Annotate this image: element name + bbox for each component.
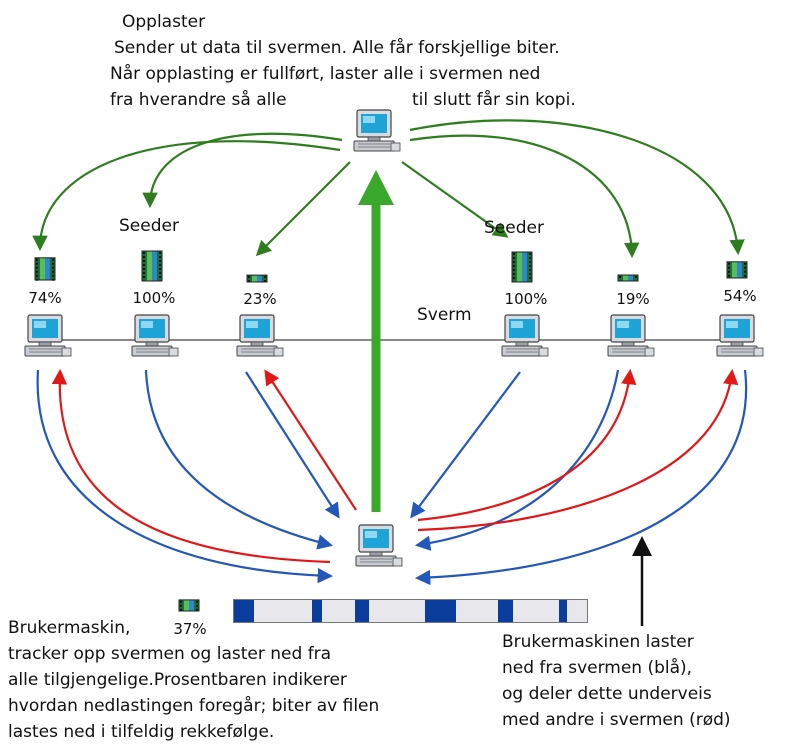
downloaded-piece	[311, 600, 323, 622]
peer-computer-icon	[501, 314, 549, 357]
user-caption-line: hvordan nedlastingen foregår; biter av f…	[8, 696, 380, 716]
user-caption-line: tracker opp svermen og laster ned fra	[8, 644, 332, 664]
user-caption-line: alle tilgjengelige.Prosentbaren indikere…	[8, 670, 347, 690]
peer-computer-icon	[716, 314, 764, 357]
film-icon	[617, 274, 639, 282]
peer-progress-6: 54%	[723, 287, 757, 305]
upload-arrow	[409, 119, 745, 256]
peer-progress-4: 100%	[504, 290, 548, 308]
user-computer-icon	[355, 524, 403, 567]
nodes	[24, 109, 764, 567]
peer-label-4: Seeder	[484, 218, 544, 238]
swarm-label: Sverm	[414, 305, 475, 325]
filmstrips	[34, 250, 748, 612]
user-progress-label: 37%	[173, 620, 207, 638]
peer-progress-1: 74%	[28, 289, 62, 307]
download-arrow	[36, 369, 334, 584]
downloaded-piece	[498, 600, 513, 622]
right-note-line: og deler dette underveis	[502, 684, 712, 704]
film-icon	[141, 250, 163, 282]
share-arrow	[417, 368, 739, 532]
right-note-line: Brukermaskinen laster	[502, 632, 694, 652]
upload-arrow	[32, 140, 341, 252]
film-icon	[511, 251, 533, 283]
right-note-line: ned fra svermen (blå),	[502, 658, 693, 678]
film-icon	[34, 257, 56, 281]
peer-computer-icon	[131, 314, 179, 357]
download-arrow	[414, 369, 748, 586]
download-arrow	[144, 369, 333, 550]
uploader-title: Opplaster	[122, 12, 206, 32]
upload-arrow	[142, 132, 343, 209]
flow-arrows	[32, 119, 748, 586]
share-arrow	[264, 369, 357, 511]
share-arrow	[417, 368, 637, 522]
right-note-line: med andre i svermen (rød)	[502, 710, 731, 730]
uploader-line1: Sender ut data til svermen. Alle får for…	[114, 38, 560, 58]
downloaded-piece	[354, 600, 369, 622]
downloaded-piece	[234, 600, 255, 622]
upload-arrow	[401, 161, 509, 238]
download-arrow	[245, 371, 340, 519]
peer-computer-icon	[236, 314, 284, 357]
download-arrow	[414, 369, 620, 551]
peer-computer-icon	[607, 314, 655, 357]
uploader-line3-left: fra hverandre så alle	[110, 90, 287, 110]
uploader-computer-icon	[353, 109, 401, 152]
downloaded-piece	[424, 600, 457, 622]
film-icon	[246, 274, 268, 283]
peer-computer-icon	[24, 314, 72, 357]
peer-label-2: Seeder	[119, 216, 179, 236]
share-arrow	[51, 368, 331, 564]
user-film-icon	[178, 599, 200, 612]
downloaded-piece	[558, 600, 567, 622]
upload-arrow	[409, 134, 640, 259]
peer-progress-2: 100%	[132, 289, 176, 307]
user-caption-title: Brukermaskin,	[8, 618, 131, 638]
uploader-line3-right: til slutt får sin kopi.	[412, 90, 576, 110]
main-upload-arrowhead	[358, 170, 394, 205]
user-caption-line: lastes ned i tilfeldig rekkefølge.	[8, 722, 275, 742]
uploader-line2: Når opplasting er fullført, laster alle …	[110, 64, 541, 84]
upload-arrow	[255, 161, 351, 257]
user-progress-bar	[233, 599, 588, 623]
download-arrow	[410, 371, 521, 519]
peer-progress-5: 19%	[616, 290, 650, 308]
film-icon	[726, 261, 748, 279]
peer-progress-3: 23%	[243, 290, 277, 308]
